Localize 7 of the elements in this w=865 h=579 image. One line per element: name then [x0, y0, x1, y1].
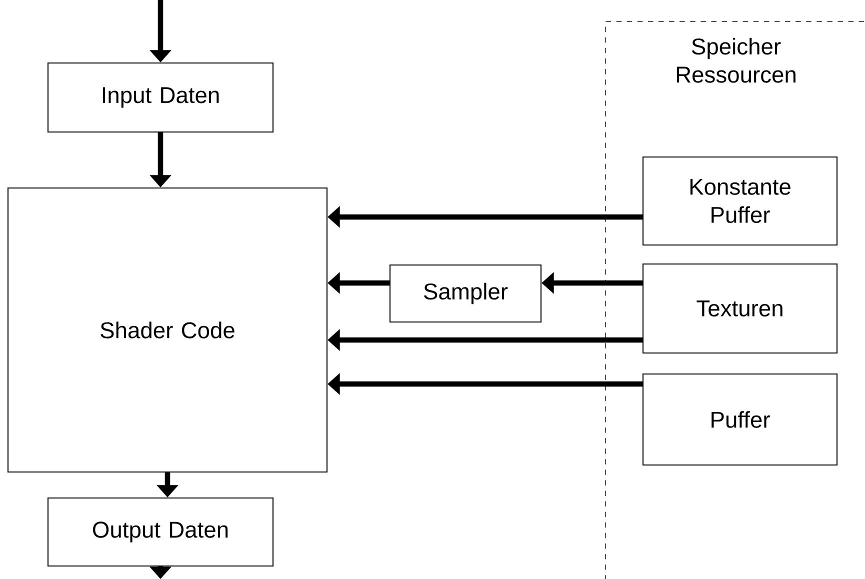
process-box: Output Daten: [47, 497, 274, 567]
resource-box: Puffer: [642, 373, 838, 466]
resource-box: Texturen: [642, 263, 838, 354]
resource-box: Konstante Puffer: [642, 156, 838, 246]
process-box: Input Daten: [47, 62, 274, 133]
process-box: Sampler: [389, 264, 542, 323]
process-box: Shader Code: [7, 187, 328, 473]
